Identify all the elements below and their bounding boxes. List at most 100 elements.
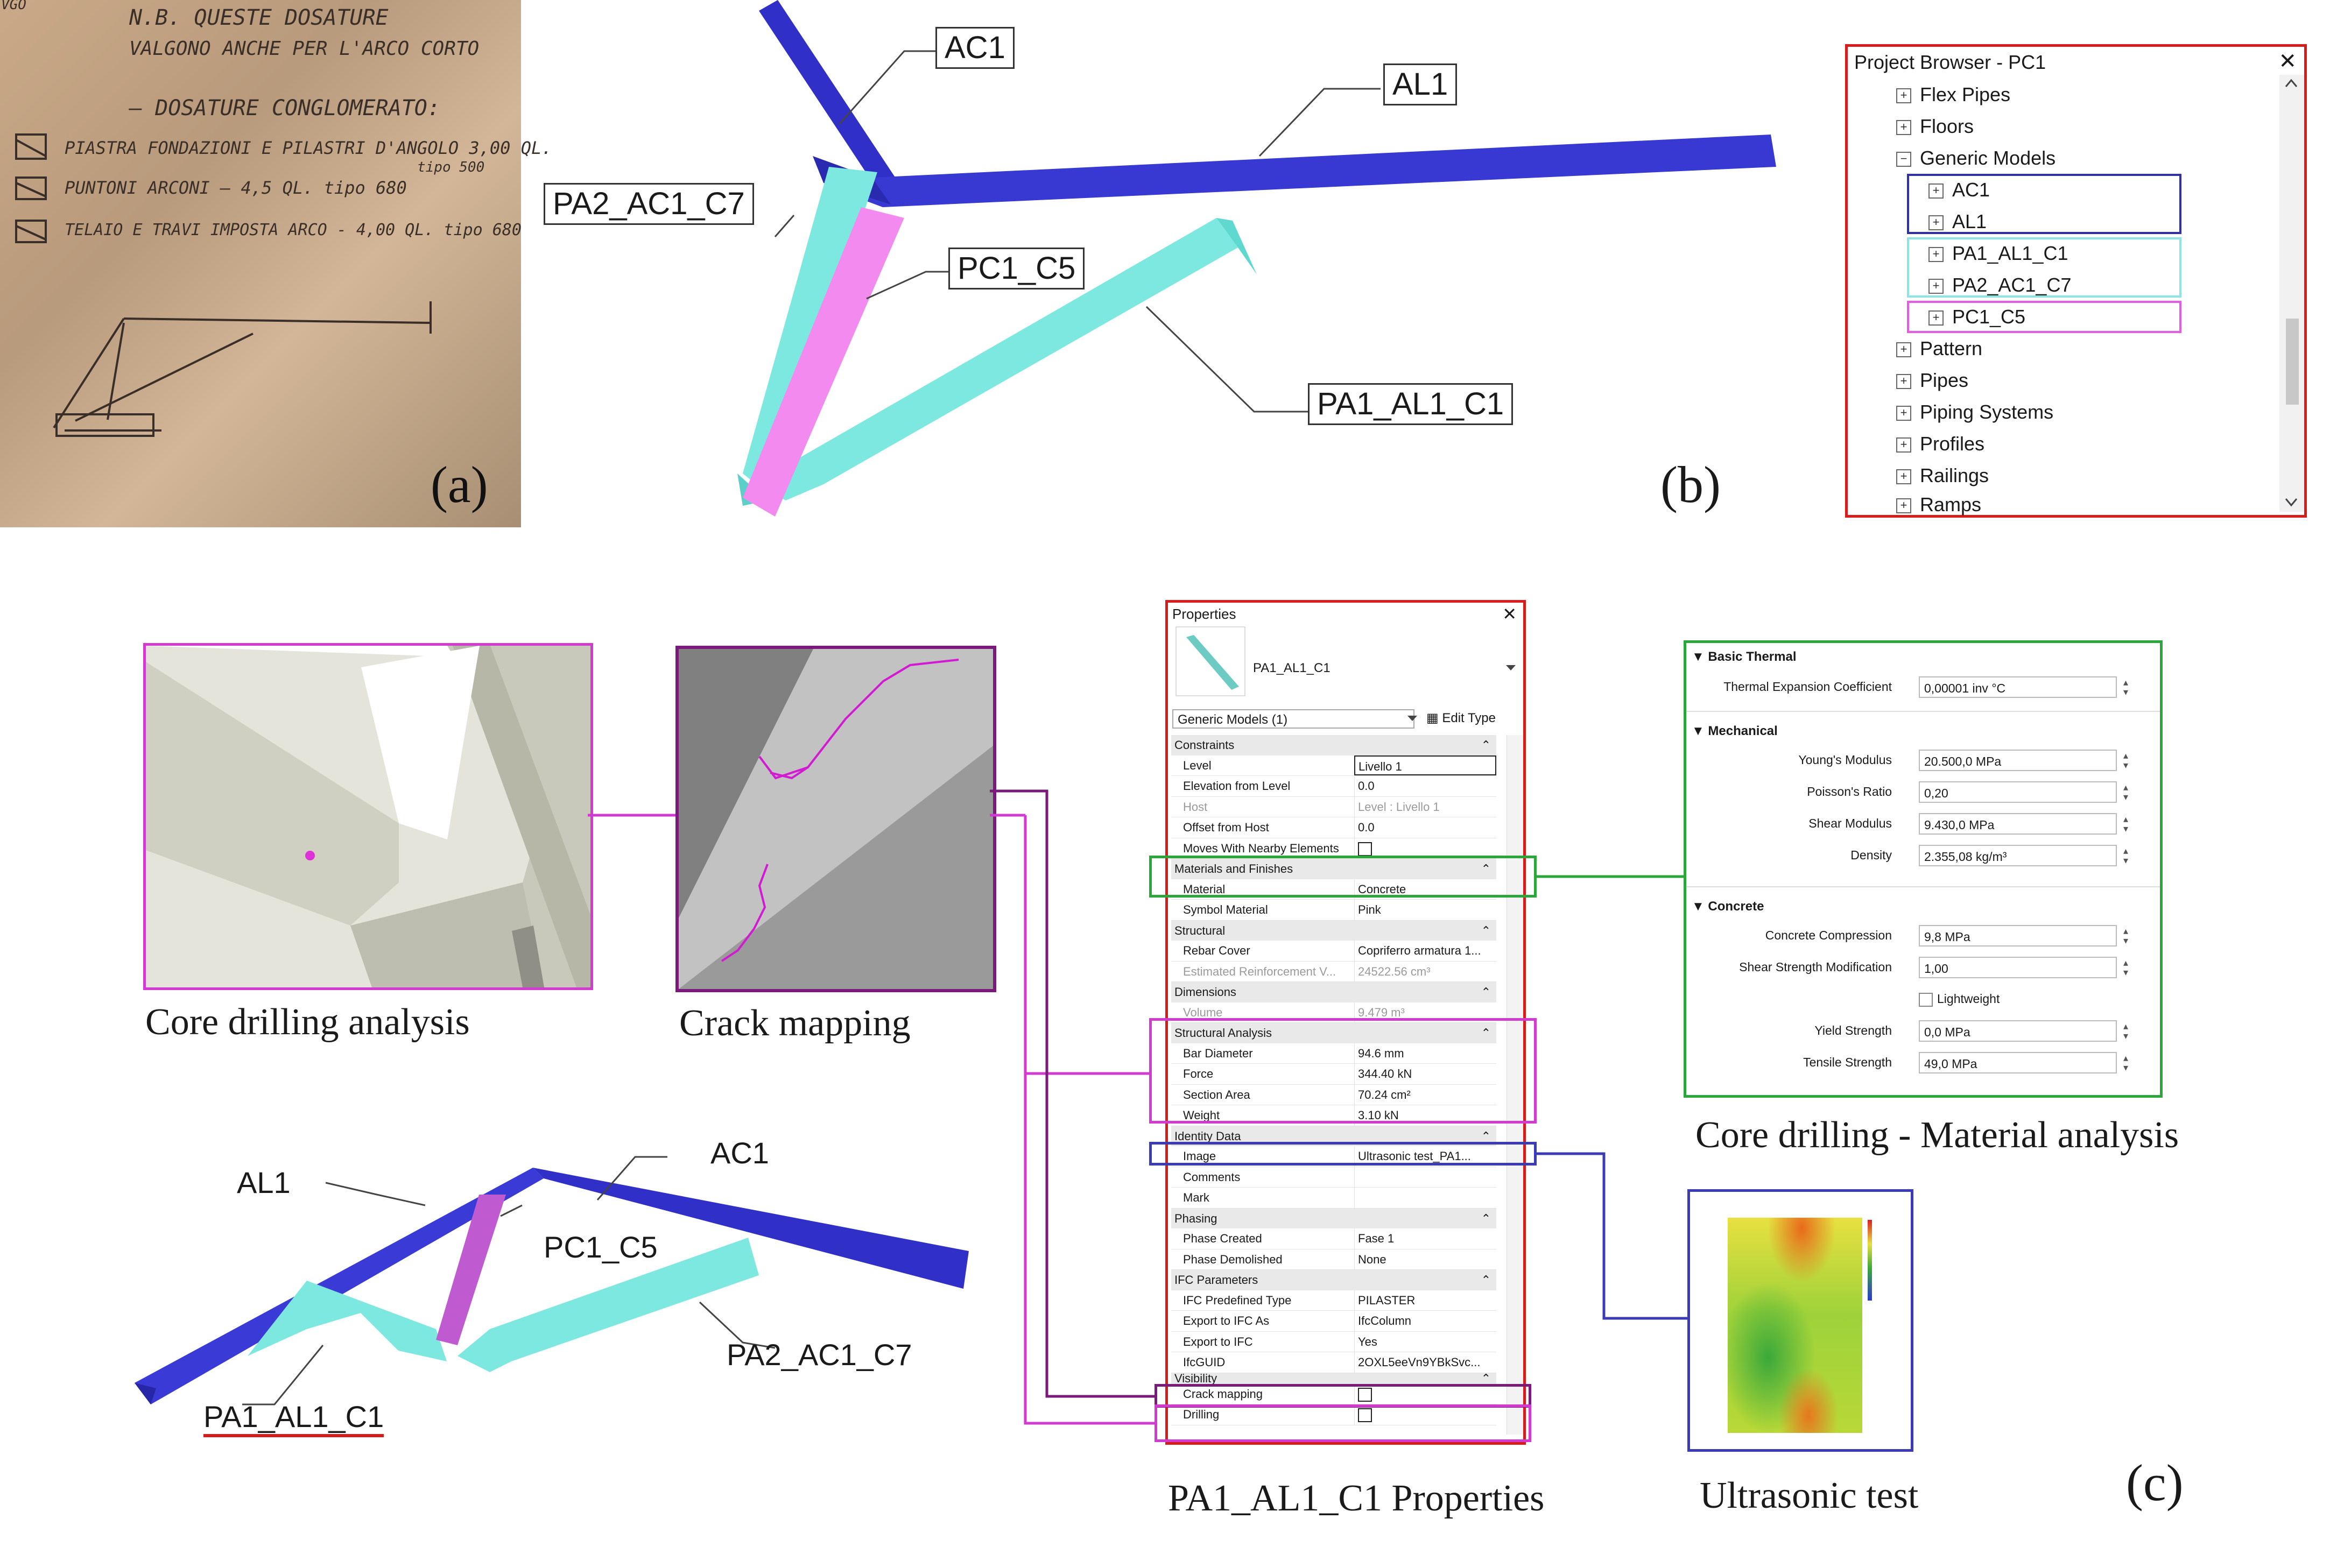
browser-item-pc1-c5[interactable]: +PC1_C5 — [1928, 306, 2025, 328]
group-structural[interactable]: Structural⌃ — [1171, 920, 1496, 941]
lightweight-checkbox[interactable] — [1919, 993, 1933, 1007]
expand-icon[interactable]: + — [1928, 183, 1944, 199]
scroll-up-icon[interactable] — [2285, 78, 2298, 89]
triangle-down-icon: ▼ — [1692, 724, 1708, 738]
browser-item-floors[interactable]: +Floors — [1896, 115, 1974, 138]
collapse-icon[interactable]: ⌃ — [1481, 985, 1491, 999]
color-scale — [1868, 1220, 1872, 1301]
properties-panel: Properties ✕ PA1_AL1_C1 Generic Models (… — [1165, 600, 1526, 1445]
group-phasing[interactable]: Phasing⌃ — [1171, 1208, 1496, 1228]
strut-pa1-al1-c1 — [754, 218, 1238, 500]
spinner-icon[interactable]: ▴▾ — [2123, 1021, 2129, 1041]
group-dimensions[interactable]: Dimensions⌃ — [1171, 982, 1496, 1002]
spinner-icon[interactable]: ▴▾ — [2123, 1053, 2129, 1073]
caption-material-analysis: Core drilling - Material analysis — [1695, 1114, 2179, 1156]
collapse-icon[interactable]: ⌃ — [1481, 923, 1491, 937]
collapse-icon[interactable]: ⌃ — [1481, 738, 1491, 752]
expand-icon[interactable]: + — [1928, 247, 1944, 263]
browser-item-railings[interactable]: +Railings — [1896, 464, 1989, 487]
collapse-icon[interactable]: ⌃ — [1481, 1026, 1491, 1040]
group-constraints[interactable]: Constraints⌃ — [1171, 735, 1496, 755]
browser-scrollbar[interactable] — [2279, 75, 2304, 512]
section-concrete[interactable]: ▼ Concrete — [1692, 899, 1764, 914]
browser-scroll-thumb[interactable] — [2286, 319, 2299, 405]
scroll-down-icon[interactable] — [2285, 497, 2298, 507]
spinner-icon[interactable]: ▴▾ — [2123, 957, 2129, 978]
crack-lines — [721, 659, 959, 962]
photo-line-2: VALGONO ANCHE PER L'ARCO CORTO — [129, 38, 480, 60]
dropdown-icon[interactable] — [1407, 716, 1417, 722]
browser-item-pa2-ac1-c7[interactable]: +PA2_AC1_C7 — [1928, 274, 2071, 296]
chevron-down-icon[interactable] — [1506, 665, 1516, 672]
collapse-icon[interactable]: ⌃ — [1481, 1371, 1491, 1385]
expand-icon[interactable]: + — [1928, 310, 1944, 326]
spinner-icon[interactable]: ▴▾ — [2123, 750, 2129, 771]
expand-icon[interactable]: + — [1896, 406, 1911, 421]
collapse-icon[interactable]: ⌃ — [1481, 1211, 1491, 1225]
spinner-icon[interactable]: ▴▾ — [2123, 677, 2129, 697]
moves-with-nearby-checkbox[interactable] — [1358, 842, 1372, 856]
drilling-checkbox[interactable] — [1358, 1408, 1372, 1423]
close-icon[interactable]: ✕ — [1502, 604, 1517, 624]
expand-icon[interactable]: + — [1896, 120, 1911, 136]
level-input[interactable]: Livello 1 — [1354, 755, 1496, 775]
type-selector[interactable]: Generic Models (1) — [1172, 709, 1414, 729]
collapse-icon[interactable]: ⌃ — [1481, 1273, 1491, 1287]
expand-icon[interactable]: + — [1896, 469, 1911, 485]
section-basic-thermal[interactable]: ▼ Basic Thermal — [1692, 649, 1797, 664]
browser-item-pattern[interactable]: +Pattern — [1896, 337, 1982, 360]
group-materials[interactable]: Materials and Finishes⌃ — [1171, 859, 1496, 879]
label-pa1-al1-c1: PA1_AL1_C1 — [1308, 383, 1514, 425]
spinner-icon[interactable]: ▴▾ — [2123, 926, 2129, 946]
group-visibility[interactable]: Visibility⌃ — [1171, 1371, 1496, 1385]
expand-icon[interactable]: + — [1896, 88, 1911, 104]
collapse-icon[interactable]: − — [1896, 152, 1911, 167]
triangle-down-icon: ▼ — [1692, 899, 1708, 914]
browser-item-al1[interactable]: +AL1 — [1928, 210, 1987, 233]
photo-corner-text: VGO — [1, 0, 26, 13]
project-browser-panel: Project Browser - PC1 ✕ +Flex Pipes +Flo… — [1845, 44, 2307, 518]
photo-line-1: N.B. QUESTE DOSATURE — [129, 5, 389, 30]
panel-label-c: (c) — [2126, 1454, 2184, 1512]
edit-type-button[interactable]: ▦ Edit Type — [1426, 711, 1496, 725]
section-mechanical[interactable]: ▼ Mechanical — [1692, 724, 1778, 738]
photo-line-5: tipo 500 — [417, 159, 485, 175]
spinner-icon[interactable]: ▴▾ — [2123, 782, 2129, 802]
browser-item-pipes[interactable]: +Pipes — [1896, 369, 1968, 392]
browser-item-ac1[interactable]: +AC1 — [1928, 179, 1990, 201]
label-al1-c: AL1 — [237, 1166, 291, 1199]
browser-item-profiles[interactable]: +Profiles — [1896, 433, 1984, 455]
group-structural-analysis[interactable]: Structural Analysis⌃ — [1171, 1023, 1496, 1043]
properties-scrollbar[interactable] — [1507, 735, 1523, 1435]
browser-item-ramps[interactable]: +Ramps — [1896, 493, 1981, 515]
expand-icon[interactable]: + — [1896, 374, 1911, 390]
expand-icon[interactable]: + — [1896, 437, 1911, 453]
spinner-icon[interactable]: ▴▾ — [2123, 845, 2129, 866]
collapse-icon[interactable]: ⌃ — [1481, 1129, 1491, 1143]
group-ifc-parameters[interactable]: IFC Parameters⌃ — [1171, 1270, 1496, 1290]
browser-item-pa1-al1-c1[interactable]: +PA1_AL1_C1 — [1928, 242, 2068, 265]
close-icon[interactable]: ✕ — [2278, 50, 2297, 73]
expand-icon[interactable]: + — [1896, 342, 1911, 358]
browser-item-piping-systems[interactable]: +Piping Systems — [1896, 401, 2053, 423]
model-3d-view-b — [737, 0, 1776, 517]
expand-icon[interactable]: + — [1928, 279, 1944, 294]
label-pc1-c5: PC1_C5 — [948, 248, 1085, 289]
prop-row: Drilling — [1171, 1404, 1496, 1425]
expand-icon[interactable]: + — [1928, 215, 1944, 231]
spinner-icon[interactable]: ▴▾ — [2123, 814, 2129, 834]
highlight-drilling-row — [1155, 1404, 1531, 1442]
browser-item-generic-models[interactable]: −Generic Models — [1896, 147, 2056, 169]
collapse-icon[interactable]: ⌃ — [1481, 862, 1491, 875]
highlight-struts — [1907, 237, 2181, 298]
label-pa2-ac1-c7-c: PA2_AC1_C7 — [727, 1338, 912, 1372]
expand-icon[interactable]: + — [1896, 498, 1911, 514]
crack-mapping-checkbox[interactable] — [1358, 1387, 1372, 1402]
browser-item-flex-pipes[interactable]: +Flex Pipes — [1896, 83, 2010, 106]
caption-core-drilling: Core drilling analysis — [145, 1001, 470, 1043]
